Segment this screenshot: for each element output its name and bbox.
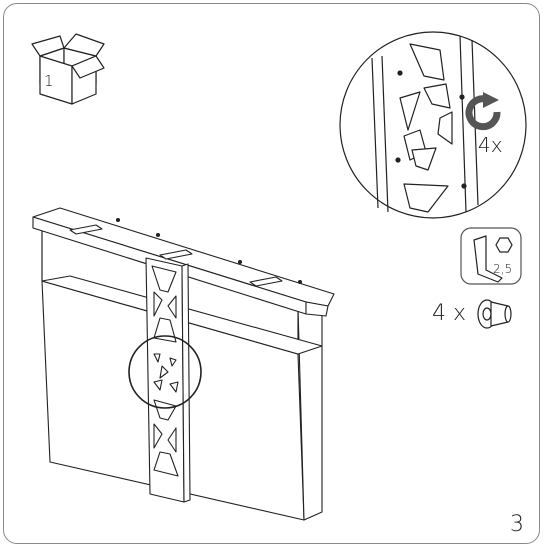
hex-key-size: 2,5	[493, 262, 513, 276]
page-frame	[3, 3, 540, 544]
magnified-detail	[339, 31, 527, 219]
vertical-bracket	[145, 257, 191, 503]
detail-callout-circle	[128, 335, 202, 409]
screw-count: 4 x	[432, 301, 467, 326]
rotate-count: 4x	[478, 133, 503, 157]
box-number: 1	[44, 72, 54, 90]
open-box-icon	[31, 33, 105, 105]
screw-icon	[477, 299, 512, 329]
hex-key-icon	[460, 227, 522, 285]
page-number: 3	[510, 512, 524, 537]
clockwise-rotate-icon	[465, 92, 501, 131]
